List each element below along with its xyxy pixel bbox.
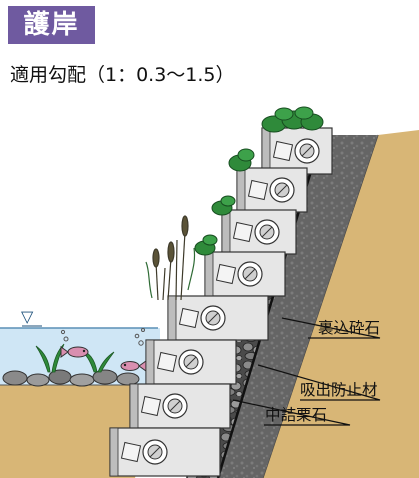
title-badge: 護岸 (8, 6, 95, 44)
revetment-block (261, 127, 333, 175)
revetment-block (236, 167, 308, 213)
shrub-lower (211, 195, 236, 216)
applicable-slope-text: 適用勾配（1：0.3～1.5） (10, 64, 235, 86)
revetment-block (109, 427, 221, 477)
water-level-symbol: ▽ (21, 307, 34, 326)
label-infill-stone: 中詰栗石 (265, 406, 327, 424)
water-level-marker: ▽ (21, 307, 42, 327)
leader-backfill-stone (281, 317, 381, 339)
shrub-bottom (194, 234, 218, 256)
revetment-block (221, 209, 297, 255)
revetment-block (204, 251, 286, 297)
stepped-revetment-blocks (109, 127, 333, 477)
riverbed-stones (2, 369, 140, 387)
backfill-crushed-stone-layer (218, 135, 378, 478)
label-suction-prevention: 吸出防止材 (300, 381, 378, 399)
reeds (145, 215, 196, 301)
shrub-top (261, 106, 324, 133)
revetment-block (167, 295, 269, 341)
page-title: 護岸 (23, 10, 80, 40)
revetment-block (129, 383, 231, 429)
callout-leaders (232, 317, 381, 426)
label-backfill-stone: 裏込砕石 (318, 318, 380, 337)
shrub-middle (228, 148, 255, 172)
leader-suction-prevention (257, 364, 381, 401)
leader-infill-stone (232, 399, 351, 426)
shrubs (194, 106, 324, 256)
water-plants (35, 343, 115, 373)
fish-left (60, 329, 89, 358)
revetment-block (145, 339, 237, 385)
